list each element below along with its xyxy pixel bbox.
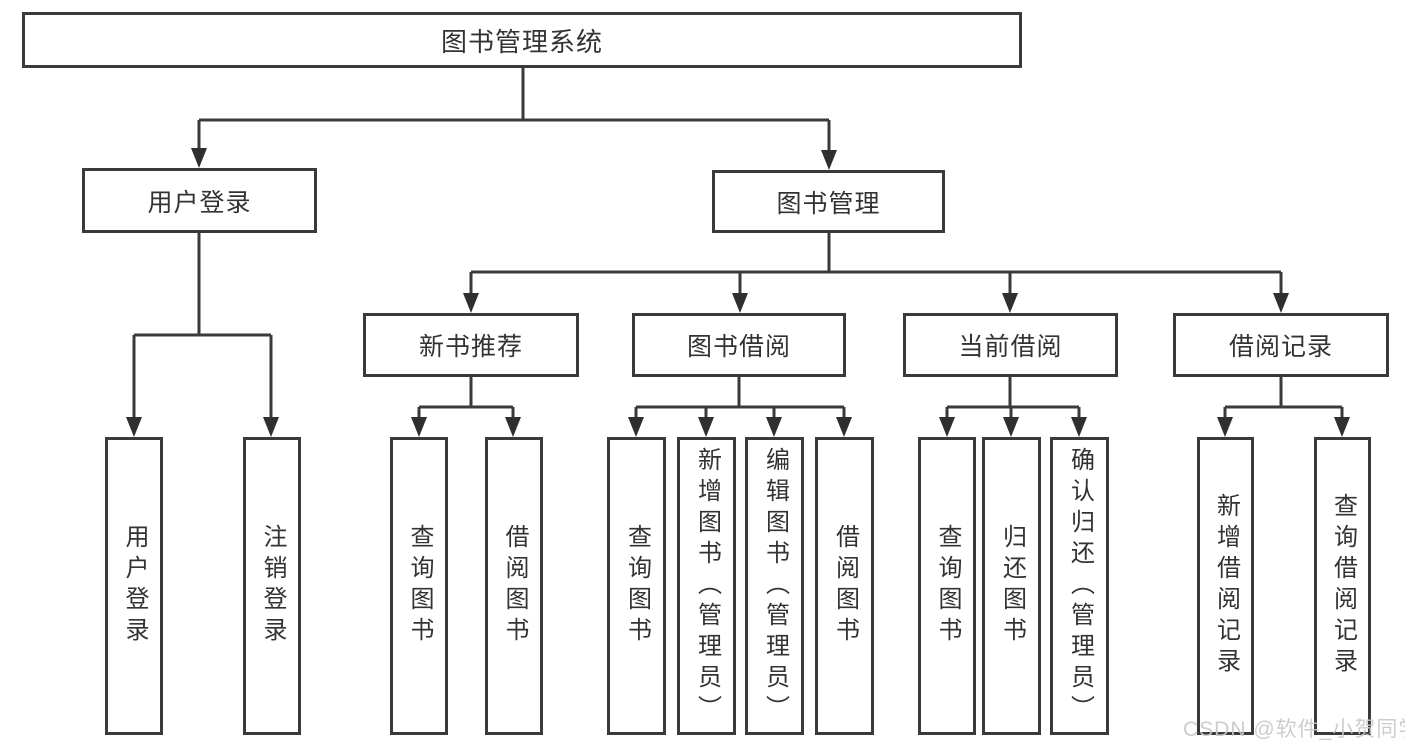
leaf-bb-query-books-label: 查询图书 — [623, 524, 651, 648]
leaf-nbr-borrow-books-label: 借阅图书 — [501, 524, 528, 648]
node-borrow-records-label: 借阅记录 — [1228, 333, 1333, 361]
leaf-br-query-record: 查询借阅记录 — [1314, 437, 1371, 735]
leaf-bb-edit-books-admin-label: 编辑图书（管理员） — [761, 446, 789, 726]
leaf-cb-query-books: 查询图书 — [918, 437, 976, 735]
node-book-management: 图书管理 — [712, 170, 945, 233]
leaf-bb-add-books-admin: 新增图书（管理员） — [677, 437, 736, 735]
leaf-bb-add-books-admin-label: 新增图书（管理员） — [693, 446, 721, 726]
node-new-book-recommend: 新书推荐 — [363, 313, 579, 377]
node-root: 图书管理系统 — [22, 12, 1022, 68]
leaf-cb-return-books: 归还图书 — [982, 437, 1041, 735]
leaf-cb-return-books-label: 归还图书 — [998, 524, 1026, 648]
leaf-br-add-record: 新增借阅记录 — [1197, 437, 1254, 735]
node-user-login: 用户登录 — [82, 168, 317, 233]
leaf-cb-query-books-label: 查询图书 — [934, 524, 961, 648]
leaf-logout: 注销登录 — [243, 437, 301, 735]
node-current-borrow-label: 当前借阅 — [958, 333, 1063, 361]
node-root-label: 图书管理系统 — [440, 26, 603, 57]
leaf-nbr-query-books: 查询图书 — [390, 437, 448, 735]
leaf-nbr-query-books-label: 查询图书 — [406, 524, 433, 648]
node-book-borrow: 图书借阅 — [632, 313, 846, 377]
leaf-cb-confirm-return-admin-label: 确认归还（管理员） — [1066, 446, 1094, 726]
leaf-bb-query-books: 查询图书 — [607, 437, 666, 735]
node-borrow-records: 借阅记录 — [1173, 313, 1389, 377]
leaf-bb-edit-books-admin: 编辑图书（管理员） — [745, 437, 804, 735]
node-user-login-label: 用户登录 — [147, 188, 252, 217]
leaf-user-login: 用户登录 — [105, 437, 163, 735]
leaf-nbr-borrow-books: 借阅图书 — [485, 437, 543, 735]
node-book-management-label: 图书管理 — [776, 189, 881, 218]
node-new-book-recommend-label: 新书推荐 — [418, 333, 523, 361]
leaf-br-query-record-label: 查询借阅记录 — [1329, 493, 1357, 679]
csdn-watermark: CSDN @软件_小贺同学 — [1183, 718, 1405, 741]
leaf-cb-confirm-return-admin: 确认归还（管理员） — [1050, 437, 1109, 735]
leaf-logout-label: 注销登录 — [259, 524, 286, 648]
leaf-user-login-label: 用户登录 — [121, 524, 148, 648]
leaf-bb-borrow-books-label: 借阅图书 — [831, 524, 859, 648]
leaf-br-add-record-label: 新增借阅记录 — [1212, 493, 1240, 679]
node-book-borrow-label: 图书借阅 — [686, 333, 791, 361]
leaf-bb-borrow-books: 借阅图书 — [815, 437, 874, 735]
arrowheads — [126, 148, 1350, 437]
node-current-borrow: 当前借阅 — [903, 313, 1118, 377]
